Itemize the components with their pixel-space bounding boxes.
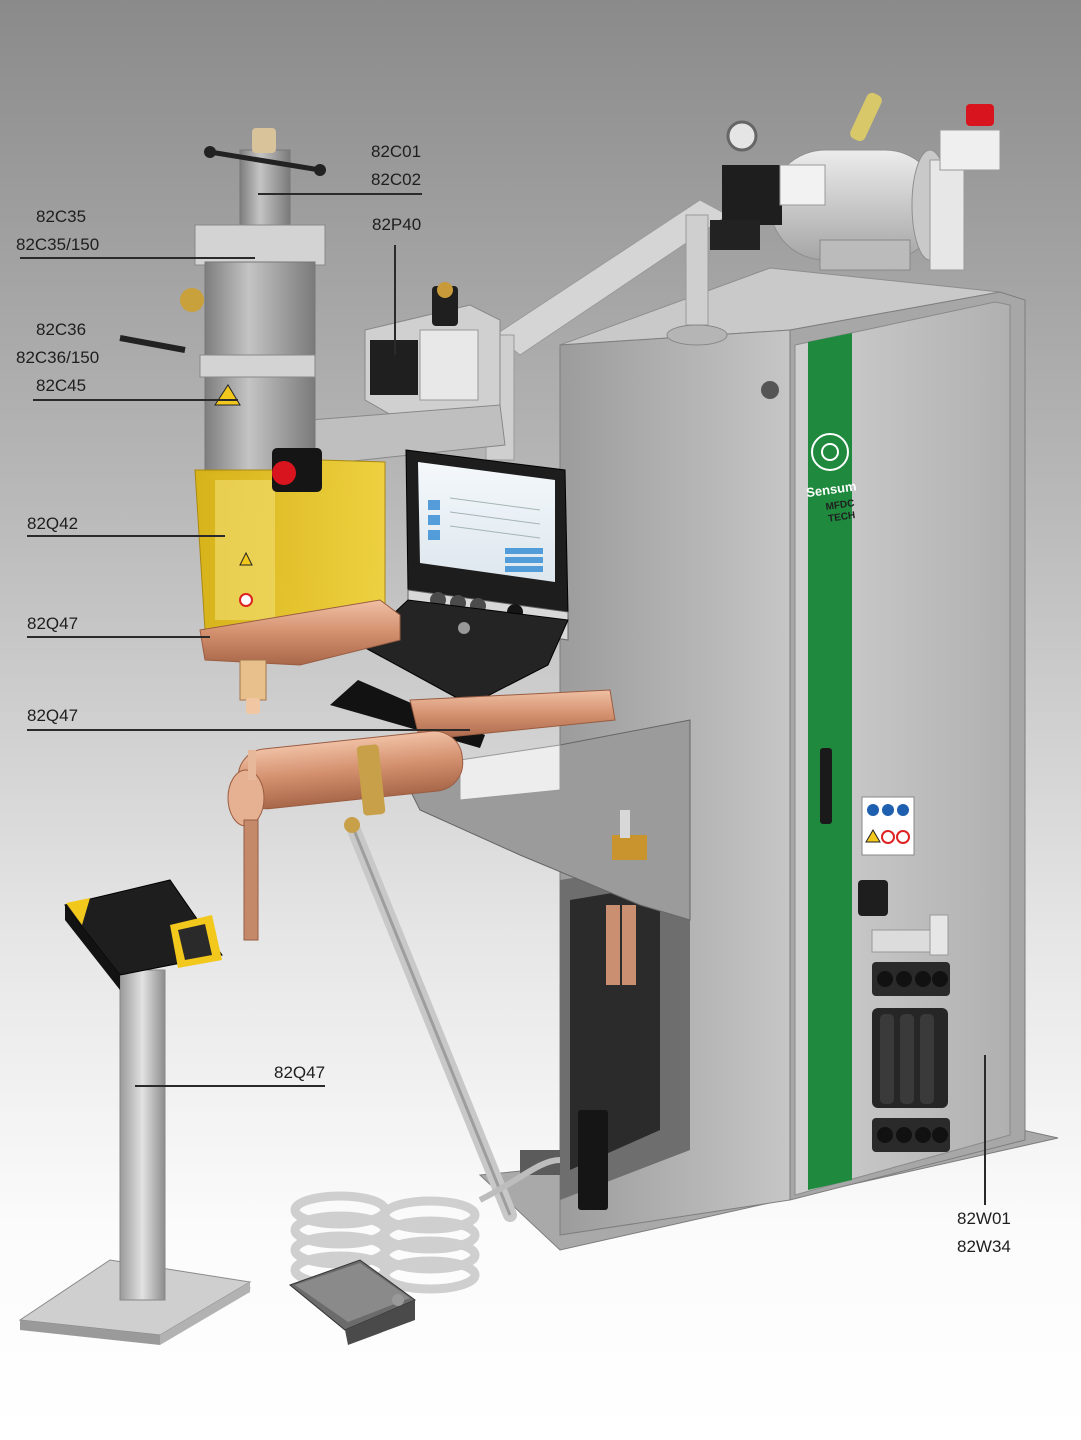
callout-82C36-82C45: 82C36 82C36/150 82C45	[16, 316, 99, 400]
callout-line: 82C36/150	[16, 348, 100, 367]
control-stand	[18, 879, 252, 1345]
callout-line: 82C01	[371, 142, 422, 161]
callout-82P40: 82P40	[372, 211, 421, 239]
red-valve-cap	[966, 104, 994, 126]
callout-line: 82C02	[371, 170, 422, 189]
callout-line: 82W34	[957, 1237, 1011, 1256]
callout-82W01-82W34: 82W01 82W34	[957, 1205, 1011, 1261]
callout-line: 82Q42	[27, 514, 79, 533]
callout-82C01-82C02: 82C01 82C02	[371, 138, 421, 194]
callout-line: 82W01	[957, 1209, 1011, 1228]
callout-line: 82C45	[36, 376, 87, 395]
callout-82Q47-stand: 82Q47	[274, 1059, 325, 1087]
callout-82Q47-arm: 82Q47	[27, 702, 78, 730]
callout-line: 82Q47	[27, 614, 79, 633]
air-tank	[710, 92, 1001, 271]
callout-82Q42: 82Q42	[27, 510, 78, 538]
callout-line: 82C36	[36, 320, 87, 339]
safety-signs	[861, 796, 915, 856]
sensum-logo	[811, 433, 849, 471]
callout-line: 82P40	[372, 215, 422, 234]
callout-82C35: 82C35 82C35/150	[16, 203, 99, 259]
callout-line: 82Q47	[27, 706, 79, 725]
pneumatic-valve-block	[309, 282, 506, 466]
callout-line: 82Q47	[274, 1063, 326, 1082]
main-switch	[858, 880, 888, 916]
connector-panel	[872, 962, 950, 1152]
callout-line: 82C35/150	[16, 235, 100, 254]
leader-lines	[20, 193, 986, 1205]
welding-cylinder	[119, 128, 401, 714]
foot-pedal	[177, 1157, 561, 1345]
door-handle	[820, 748, 832, 824]
lower-arm	[227, 689, 691, 1222]
emergency-stop-button	[272, 461, 296, 485]
callout-line: 82C35	[36, 207, 87, 226]
callout-82Q47-head: 82Q47	[27, 610, 78, 638]
